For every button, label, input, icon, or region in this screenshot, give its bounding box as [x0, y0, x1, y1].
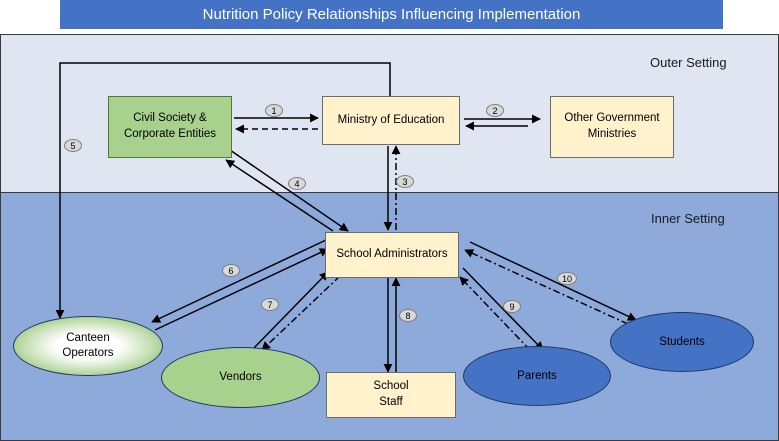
relationship-label-4: 4	[288, 177, 306, 190]
relationship-label-10: 10	[557, 272, 577, 285]
arrow-6-to-canteen	[151, 239, 327, 323]
relationship-label-6: 6	[222, 264, 240, 277]
arrow-5	[55, 62, 391, 319]
arrow-4-to-civil	[225, 159, 334, 232]
node-vendors: Vendors	[161, 347, 320, 408]
arrow-10-dashdot	[464, 249, 629, 325]
node-school-administrators: School Administrators	[325, 232, 459, 278]
relationship-label-3: 3	[396, 175, 414, 188]
node-students: Students	[610, 312, 754, 372]
inner-setting-label: Inner Setting	[651, 211, 725, 226]
arrow-10-solid	[469, 241, 637, 321]
arrow-4-to-admin	[229, 149, 349, 232]
relationship-label-9: 9	[503, 300, 521, 313]
arrow-6-to-admin	[154, 248, 329, 331]
node-school-staff: School Staff	[326, 372, 456, 418]
relationship-label-2: 2	[486, 104, 504, 117]
node-other-government-ministries: Other Government Ministries	[550, 96, 674, 158]
diagram-title: Nutrition Policy Relationships Influenci…	[60, 0, 723, 29]
relationship-label-8: 8	[399, 309, 417, 322]
node-ministry-of-education: Ministry of Education	[322, 96, 460, 145]
arrow-7-dashdot	[261, 275, 341, 351]
relationship-label-5: 5	[64, 139, 82, 152]
outer-setting-label: Outer Setting	[650, 55, 727, 70]
relationship-label-7: 7	[261, 298, 279, 311]
arrow-7-solid	[251, 271, 329, 351]
node-parents: Parents	[463, 346, 611, 406]
node-civil-society: Civil Society & Corporate Entities	[108, 96, 232, 158]
relationship-label-1: 1	[265, 104, 283, 117]
arrow-9-dashdot	[459, 276, 531, 351]
node-canteen-operators: Canteen Operators	[13, 316, 163, 376]
